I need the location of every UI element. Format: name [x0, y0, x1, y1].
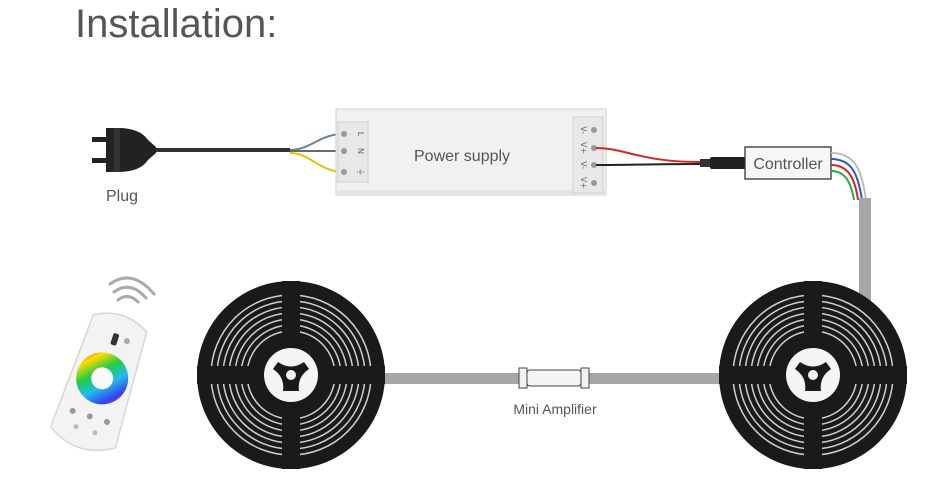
output-terminals: V- V+ V- V+ — [579, 126, 597, 189]
power-supply-label: Power supply — [414, 148, 510, 165]
terminal-v-plus-1: V+ — [579, 142, 588, 154]
terminal-v-minus-1: V- — [579, 126, 588, 134]
terminal-ground: ⏚ — [356, 168, 365, 176]
input-terminals: L N ⏚ — [341, 131, 365, 176]
mini-amplifier-label: Mini Amplifier — [513, 401, 597, 417]
led-strip-lead — [859, 198, 871, 304]
remote-control-icon — [49, 312, 148, 452]
power-supply-box — [335, 108, 607, 196]
dc-wires — [595, 147, 746, 169]
led-reel-right — [719, 281, 907, 469]
terminal-l: L — [356, 132, 365, 137]
controller-output-wires — [830, 152, 867, 201]
wireless-signal-icon — [108, 276, 156, 304]
terminal-v-plus-2: V+ — [579, 177, 588, 189]
terminal-v-minus-2: V- — [579, 161, 588, 169]
plug-icon — [92, 128, 156, 172]
page-title: Installation: — [75, 2, 277, 46]
dc-connector — [710, 157, 746, 169]
led-reel-left — [197, 281, 385, 469]
controller-label: Controller — [753, 156, 823, 173]
terminal-n: N — [356, 148, 365, 154]
mains-wires — [289, 133, 344, 173]
mini-amplifier — [518, 367, 590, 389]
controller-box — [744, 146, 832, 180]
plug-label: Plug — [106, 188, 138, 205]
